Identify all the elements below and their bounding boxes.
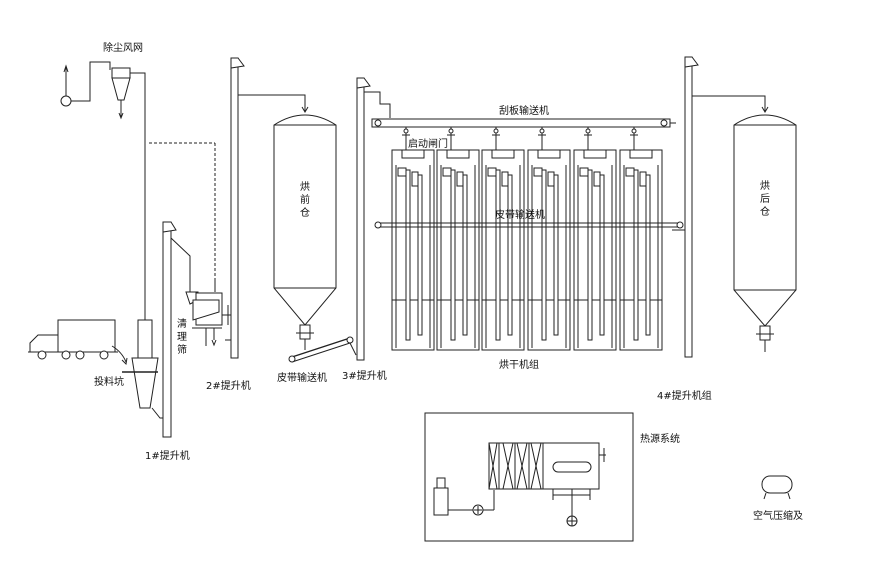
cleaning-screen-char-2: 理 [177,331,187,343]
dryer-group [391,127,663,351]
cleaning-screen-char-1: 清 [177,317,187,330]
dust-net-label: 除尘风网 [103,41,143,54]
start-gate-label: 启动闸门 [408,137,448,150]
heat-source-system [424,412,634,542]
elevator-3-label: 3#提升机 [342,369,387,382]
elevator-4 [672,56,769,358]
dryer-unit [481,127,525,351]
feed-pit-label: 投料坑 [94,375,124,388]
pre-silo-char-2: 前 [300,193,310,206]
dryer-unit [573,127,617,351]
post-silo-char-2: 后 [760,193,770,205]
feed-pit [122,319,159,409]
belt-conveyor-mid-label: 皮带输送机 [495,208,545,221]
air-compressor-icon [761,475,793,500]
elevator-4-group-label: 4#提升机组 [657,389,712,402]
dryer-unit [391,127,435,351]
elevator-1-label: 1#提升机 [145,449,190,462]
elevator-2 [225,57,309,359]
post-silo-char-1: 烘 [760,180,770,192]
dryer-unit [436,127,480,351]
elevator-1 [151,221,191,438]
belt-conveyor-left [288,336,357,363]
cleaning-screen-char-3: 筛 [177,343,187,356]
pre-silo-char-1: 烘 [300,181,310,193]
belt-conveyor-mid [374,221,684,229]
cleaning-screen [185,280,232,347]
truck-icon [28,319,128,366]
elevator-3 [356,77,391,361]
belt-conveyor-left-label: 皮带输送机 [277,371,327,384]
scraper-conveyor [371,118,676,128]
dryer-unit [527,127,571,351]
post-silo-char-3: 仓 [760,205,770,218]
air-compressor-label: 空气压缩及 [753,509,803,522]
fan-icon [60,95,72,107]
pre-drying-silo [273,114,337,350]
heat-system-label: 热源系统 [640,432,680,445]
dust-collector [60,61,216,320]
dryer-unit [619,127,663,351]
pre-silo-char-3: 仓 [300,206,310,219]
dryer-group-label: 烘干机组 [499,358,539,371]
elevator-2-label: 2#提升机 [206,379,251,392]
scraper-conveyor-label: 刮板输送机 [499,104,549,117]
post-drying-silo [733,114,797,352]
